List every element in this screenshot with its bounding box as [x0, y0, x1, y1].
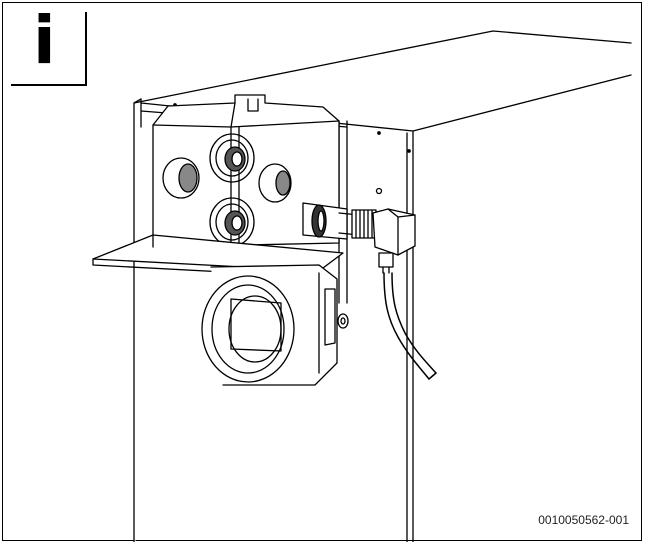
info-icon: i — [33, 2, 56, 79]
cable-connector — [302, 202, 437, 380]
connection-block — [152, 94, 340, 249]
flue-spigot — [201, 264, 349, 386]
info-icon-box: i — [11, 8, 87, 86]
boiler-illustration — [92, 30, 632, 542]
figure-id: 0010050562-001 — [538, 513, 629, 527]
